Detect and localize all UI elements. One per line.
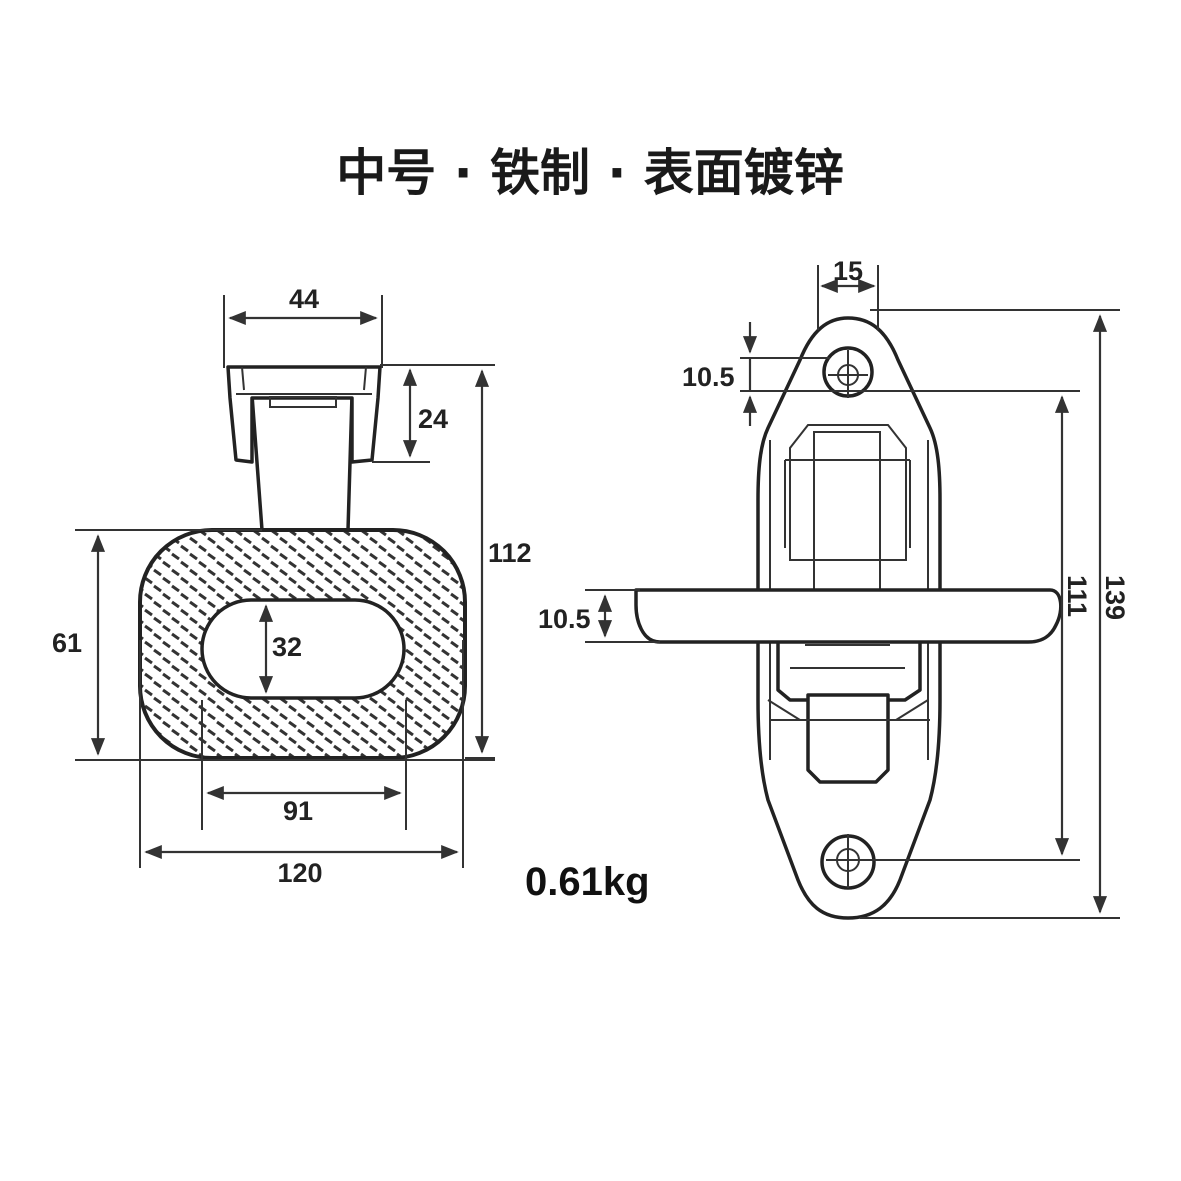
dim-ring-width: 120	[277, 858, 322, 888]
dim-top-width: 44	[289, 284, 319, 314]
side-handle	[634, 588, 1063, 644]
side-inner-frame	[789, 424, 907, 561]
front-view: 44 24 112 61 32 91 120	[52, 284, 532, 888]
dim-hole-width: 91	[283, 796, 313, 826]
dim-ear-thickness: 10.5	[682, 362, 735, 392]
dim-hole-height: 32	[272, 632, 302, 662]
dim-ear-width: 15	[833, 256, 863, 286]
dim-hole-spacing: 111	[1062, 575, 1092, 617]
side-lower-block	[776, 638, 922, 702]
dim-total-height: 112	[488, 538, 532, 568]
front-top-slot	[269, 396, 337, 408]
weight-label: 0.61kg	[525, 860, 650, 904]
dim-total-length: 139	[1100, 575, 1130, 620]
side-bottom-slot	[806, 693, 890, 784]
drawing-title: 中号 · 铁制 · 表面镀锌	[336, 144, 844, 202]
dim-handle-thickness: 10.5	[538, 604, 591, 634]
front-ring-hole	[200, 598, 406, 700]
front-stem	[250, 393, 354, 532]
dim-ring-height: 61	[52, 628, 82, 658]
front-top-block	[226, 365, 382, 464]
dim-top-height: 24	[418, 404, 448, 434]
side-view: 15 10.5 10.5 111 139	[538, 256, 1130, 920]
